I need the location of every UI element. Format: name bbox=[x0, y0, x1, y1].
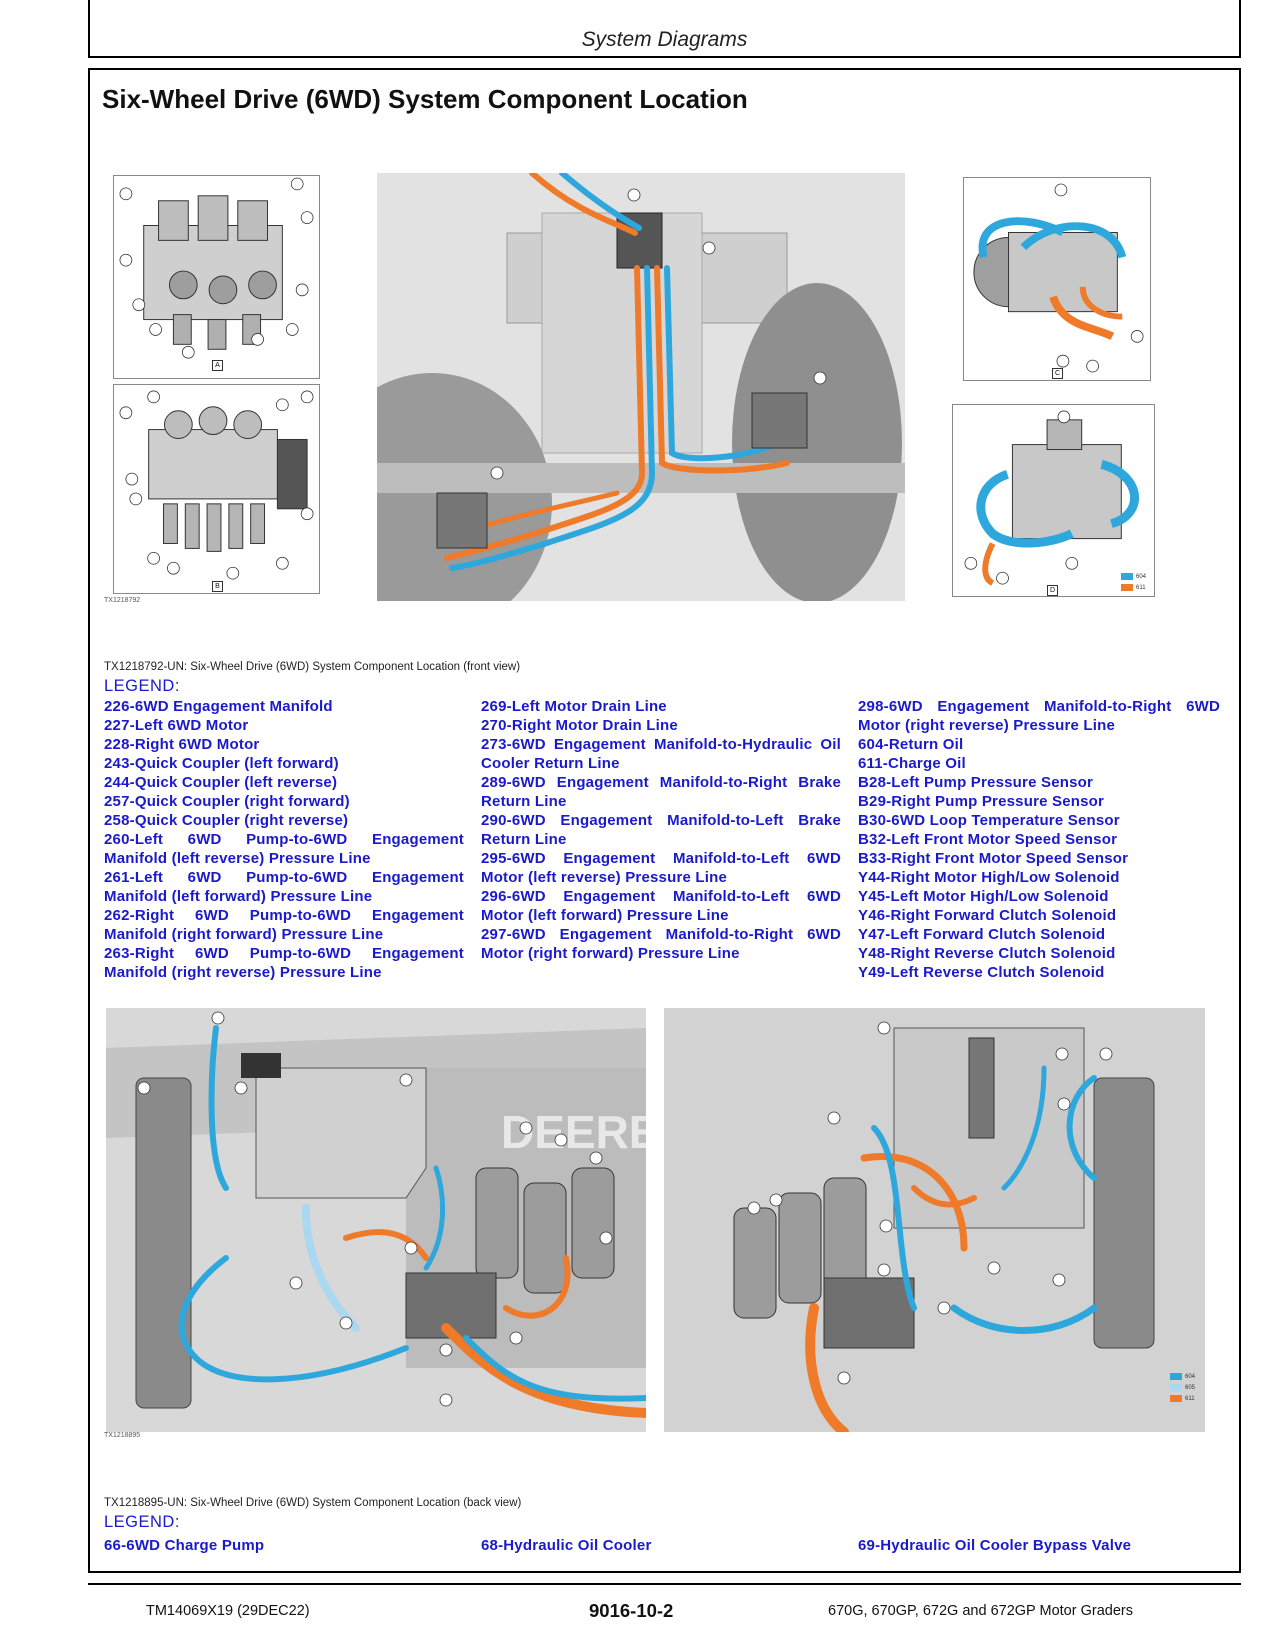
swatch-611 bbox=[1170, 1395, 1182, 1402]
legend-item: B32-Left Front Motor Speed Sensor bbox=[858, 831, 1118, 848]
key-code-611: 611 bbox=[1185, 1395, 1195, 1402]
legend-item: 289-6WD Engagement Manifold-to-Right Bra… bbox=[481, 774, 841, 810]
legend2-item: 69-Hydraulic Oil Cooler Bypass Valve bbox=[858, 1537, 1132, 1554]
detail-letter-b: B bbox=[212, 581, 223, 592]
legend-item: Y49-Left Reverse Clutch Solenoid bbox=[858, 964, 1105, 981]
legend-item: B29-Right Pump Pressure Sensor bbox=[858, 793, 1105, 810]
detail-d-motor-illustration: D 604 611 bbox=[952, 404, 1155, 597]
legend-item: 290-6WD Engagement Manifold-to-Left Brak… bbox=[481, 812, 841, 848]
detail-letter-d: D bbox=[1047, 585, 1058, 596]
detail-letter-c: C bbox=[1052, 368, 1063, 379]
legend-item: Y46-Right Forward Clutch Solenoid bbox=[858, 907, 1117, 924]
detail-letter-a: A bbox=[212, 360, 223, 371]
footer-model-list: 670G, 670GP, 672G and 672GP Motor Grader… bbox=[828, 1603, 1133, 1619]
legend-item: 260-Left 6WD Pump-to-6WD Engagement Mani… bbox=[104, 831, 464, 867]
legend-item: 604-Return Oil bbox=[858, 736, 964, 753]
back-view-left-illustration: DEERE bbox=[106, 1008, 646, 1432]
legend-item: 273-6WD Engagement Manifold-to-Hydraulic… bbox=[481, 736, 841, 772]
legend-item: 228-Right 6WD Motor bbox=[104, 736, 260, 753]
legend-item: B30-6WD Loop Temperature Sensor bbox=[858, 812, 1120, 829]
figure2-color-key: 604 605 611 bbox=[1170, 1371, 1195, 1404]
swatch-604 bbox=[1121, 573, 1133, 580]
legend-item: 269-Left Motor Drain Line bbox=[481, 698, 667, 715]
back-view-right-illustration: 604 605 611 bbox=[664, 1008, 1205, 1432]
header-frame bbox=[88, 0, 1241, 58]
legend1-column-1: 226-6WD Engagement Manifold 227-Left 6WD… bbox=[104, 697, 464, 982]
legend-item: B28-Left Pump Pressure Sensor bbox=[858, 774, 1094, 791]
legend-item: 298-6WD Engagement Manifold-to-Right 6WD… bbox=[858, 698, 1220, 734]
key-code-605: 605 bbox=[1185, 1384, 1196, 1391]
figure1-id: TX1218792 bbox=[104, 597, 141, 604]
legend-item: Y45-Left Motor High/Low Solenoid bbox=[858, 888, 1109, 905]
section-header: System Diagrams bbox=[581, 28, 748, 51]
legend-item: 296-6WD Engagement Manifold-to-Left 6WD … bbox=[481, 888, 841, 924]
legend-item: 295-6WD Engagement Manifold-to-Left 6WD … bbox=[481, 850, 841, 886]
legend-item: 297-6WD Engagement Manifold-to-Right 6WD… bbox=[481, 926, 841, 962]
legend-item: 262-Right 6WD Pump-to-6WD Engagement Man… bbox=[104, 907, 464, 943]
footer-page-number: 9016-10-2 bbox=[589, 1600, 674, 1621]
legend-item: 226-6WD Engagement Manifold bbox=[104, 698, 333, 715]
detail-a-manifold-illustration: A bbox=[113, 175, 320, 379]
detail-b-manifold-illustration: B bbox=[113, 384, 320, 594]
legend-item: 243-Quick Coupler (left forward) bbox=[104, 755, 339, 772]
swatch-605 bbox=[1170, 1384, 1182, 1391]
figure2-caption: TX1218895-UN: Six-Wheel Drive (6WD) Syst… bbox=[104, 1497, 522, 1509]
legend-item: 227-Left 6WD Motor bbox=[104, 717, 249, 734]
footer-rule bbox=[88, 1583, 1241, 1585]
legend2-item: 68-Hydraulic Oil Cooler bbox=[481, 1537, 652, 1554]
legend-item: Y47-Left Forward Clutch Solenoid bbox=[858, 926, 1106, 943]
swatch-611 bbox=[1121, 584, 1133, 591]
figure1-caption: TX1218792-UN: Six-Wheel Drive (6WD) Syst… bbox=[104, 661, 521, 673]
front-view-hydraulic-illustration bbox=[377, 173, 905, 601]
legend-item: 244-Quick Coupler (left reverse) bbox=[104, 774, 338, 791]
legend-item: Y44-Right Motor High/Low Solenoid bbox=[858, 869, 1120, 886]
legend-item: Y48-Right Reverse Clutch Solenoid bbox=[858, 945, 1116, 962]
figure1-color-key: 604 611 bbox=[1121, 571, 1146, 593]
legend-item: 263-Right 6WD Pump-to-6WD Engagement Man… bbox=[104, 945, 464, 981]
key-code-604: 604 bbox=[1136, 573, 1147, 580]
legend1-title: LEGEND: bbox=[104, 677, 180, 695]
legend1-column-3: 298-6WD Engagement Manifold-to-Right 6WD… bbox=[858, 697, 1220, 982]
swatch-604 bbox=[1170, 1373, 1182, 1380]
detail-c-motor-illustration: C bbox=[963, 177, 1151, 381]
legend2-title: LEGEND: bbox=[104, 1513, 180, 1531]
legend-item: B33-Right Front Motor Speed Sensor bbox=[858, 850, 1129, 867]
legend2-item: 66-6WD Charge Pump bbox=[104, 1537, 265, 1554]
legend-item: 611-Charge Oil bbox=[858, 755, 966, 772]
legend-item: 270-Right Motor Drain Line bbox=[481, 717, 678, 734]
page-title: Six-Wheel Drive (6WD) System Component L… bbox=[102, 84, 748, 114]
legend-item: 261-Left 6WD Pump-to-6WD Engagement Mani… bbox=[104, 869, 464, 905]
figure2-id: TX1218895 bbox=[104, 1432, 141, 1439]
footer-doc-id: TM14069X19 (29DEC22) bbox=[146, 1603, 310, 1619]
legend1-column-2: 269-Left Motor Drain Line 270-Right Moto… bbox=[481, 697, 841, 963]
legend-item: 258-Quick Coupler (right reverse) bbox=[104, 812, 349, 829]
legend-item: 257-Quick Coupler (right forward) bbox=[104, 793, 350, 810]
key-code-611: 611 bbox=[1136, 584, 1146, 591]
content-frame bbox=[88, 68, 1241, 1573]
key-code-604: 604 bbox=[1185, 1373, 1196, 1380]
